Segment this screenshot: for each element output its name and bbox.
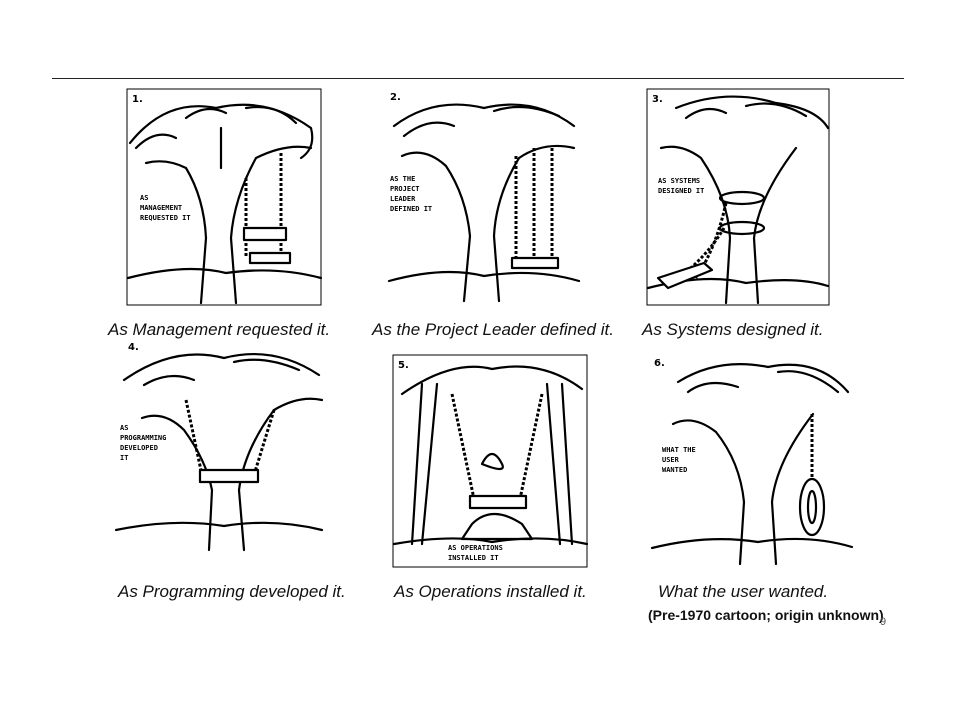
panel-number: 3. [652, 94, 663, 105]
handwritten-note-line: PROJECT [390, 185, 420, 193]
page-number: 9 [880, 616, 887, 628]
cartoon-panel-1: 1. AS MANAGEMENT REQUESTED IT [126, 88, 322, 306]
cartoon-credit: (Pre-1970 cartoon; origin unknown) [648, 607, 884, 623]
cartoon-panel-6: 6. WHAT THE USER WANTED [648, 352, 854, 568]
panel-number: 5. [398, 360, 409, 371]
tree-swing-drawing-3: 3. AS SYSTEMS DESIGNED IT [646, 88, 830, 306]
top-divider [52, 78, 904, 79]
caption-3: As Systems designed it. [642, 320, 824, 339]
handwritten-note-line: PROGRAMMING [120, 434, 166, 442]
tree-swing-drawing-2: 2. AS THE PROJECT LEADER DEFINED IT [387, 92, 580, 303]
cartoon-panel-5: 5. AS OPERATIONS INSTALLED IT [392, 354, 588, 568]
handwritten-note-line: AS OPERATIONS [448, 544, 503, 552]
caption-5: As Operations installed it. [394, 582, 587, 601]
cartoon-panel-3: 3. AS SYSTEMS DESIGNED IT [646, 88, 830, 306]
handwritten-note-line: AS [140, 194, 148, 202]
caption-2: As the Project Leader defined it. [372, 320, 614, 339]
handwritten-note-line: DESIGNED IT [658, 187, 704, 195]
tree-swing-drawing-1: 1. AS MANAGEMENT REQUESTED IT [126, 88, 322, 306]
panel-number: 2. [390, 92, 401, 103]
handwritten-note-line: AS [120, 424, 128, 432]
handwritten-note-line: WHAT THE [662, 446, 696, 454]
handwritten-note-line: IT [120, 454, 128, 462]
handwritten-note-line: AS THE [390, 175, 415, 183]
caption-1: As Management requested it. [108, 320, 331, 339]
handwritten-note-line: MANAGEMENT [140, 204, 182, 212]
cartoon-panel-4: 4. AS PROGRAMMING DEVELOPED IT [114, 340, 324, 554]
handwritten-note-line: LEADER [390, 195, 416, 203]
handwritten-note-line: DEFINED IT [390, 205, 432, 213]
panel-number: 6. [654, 358, 665, 369]
handwritten-note-line: DEVELOPED [120, 444, 158, 452]
panel-number: 1. [132, 94, 143, 105]
tree-swing-drawing-4: 4. AS PROGRAMMING DEVELOPED IT [114, 342, 324, 552]
tree-swing-drawing-6: 6. WHAT THE USER WANTED [650, 358, 854, 566]
caption-6: What the user wanted. [658, 582, 829, 601]
tree-swing-drawing-5: 5. AS OPERATIONS INSTALLED IT [392, 354, 588, 568]
handwritten-note-line: USER [662, 456, 680, 464]
handwritten-note-line: REQUESTED IT [140, 214, 191, 222]
handwritten-note-line: AS SYSTEMS [658, 177, 700, 185]
caption-4: As Programming developed it. [118, 582, 346, 601]
handwritten-note-line: WANTED [662, 466, 687, 474]
cartoon-panel-2: 2. AS THE PROJECT LEADER DEFINED IT [384, 86, 580, 306]
panel-number: 4. [128, 342, 139, 353]
handwritten-note-line: INSTALLED IT [448, 554, 499, 562]
